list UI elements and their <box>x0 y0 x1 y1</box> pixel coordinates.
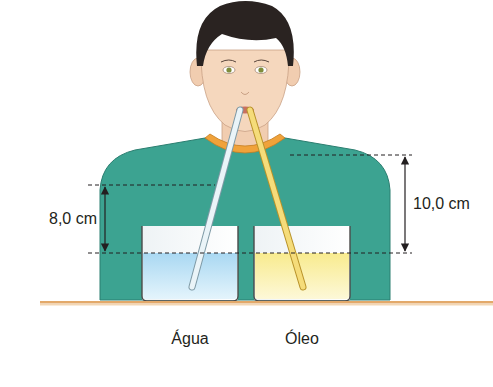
eyebrow <box>221 60 236 62</box>
eye <box>223 67 235 74</box>
dimension-arrow <box>104 187 105 251</box>
dimension-line <box>290 155 412 156</box>
table <box>40 301 493 304</box>
water-glass-outline <box>142 226 238 301</box>
straw <box>250 110 303 287</box>
pupil <box>258 67 263 72</box>
dimension-arrow <box>404 157 405 251</box>
dimension-label: 10,0 cm <box>413 195 470 213</box>
oil-glass-outline <box>254 226 350 301</box>
water <box>143 253 237 299</box>
table <box>40 304 493 306</box>
eyebrow <box>254 60 269 62</box>
pupil <box>226 67 231 72</box>
glass-label: Óleo <box>285 330 319 348</box>
glass-label: Água <box>171 330 208 348</box>
face <box>201 50 289 132</box>
straw <box>192 110 240 287</box>
straw <box>250 110 303 287</box>
collar <box>205 134 285 153</box>
eye <box>255 67 267 74</box>
shirt <box>100 138 390 300</box>
straw <box>192 110 240 287</box>
dimension-line <box>88 185 215 186</box>
nose <box>241 92 249 95</box>
dimension-line <box>88 253 412 254</box>
hair <box>196 1 294 66</box>
dimension-label: 8,0 cm <box>49 210 97 228</box>
